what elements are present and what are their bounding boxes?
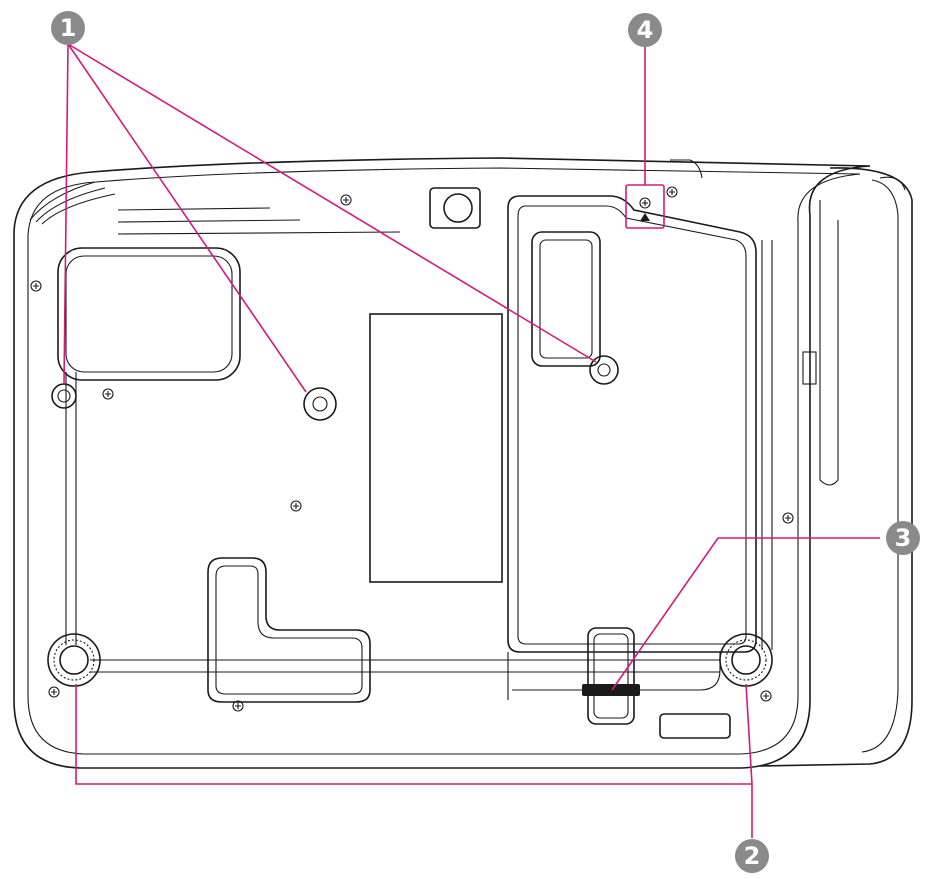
screw-icon xyxy=(666,186,678,198)
screw-icon xyxy=(290,500,302,512)
side-lens-housing xyxy=(759,167,913,767)
center-panel xyxy=(369,313,503,583)
leader-2-bracket xyxy=(75,684,752,785)
foot-left xyxy=(47,633,101,687)
screw-cross xyxy=(33,283,39,289)
screw-icon xyxy=(340,194,352,206)
upper-left-panel-inner xyxy=(65,255,233,373)
bottom-tab xyxy=(659,713,731,739)
screw-icon xyxy=(48,686,60,698)
right-upper-slot xyxy=(531,231,601,367)
screw-icon xyxy=(30,280,42,292)
screw-cross xyxy=(51,689,57,695)
screw-cross xyxy=(293,503,299,509)
screw-cross xyxy=(669,189,675,195)
vent-grille xyxy=(29,181,401,235)
callout-1: 1 xyxy=(51,11,85,45)
leader-4-box xyxy=(625,184,665,229)
leader-2-right xyxy=(745,683,753,785)
side-slot xyxy=(819,200,839,486)
leader-1-a xyxy=(63,43,69,385)
right-compartment-inner xyxy=(517,205,747,645)
body-inner-rim xyxy=(27,167,861,755)
screws xyxy=(30,186,794,712)
top-connector-knob xyxy=(443,193,473,223)
screw-icon xyxy=(782,512,794,524)
callout-4-number: 4 xyxy=(637,16,654,44)
lower-compartment xyxy=(207,557,371,703)
mount-hole-left xyxy=(51,383,77,409)
callout-4: 4 xyxy=(628,13,662,47)
screw-icon xyxy=(232,700,244,712)
screw-cross xyxy=(763,693,769,699)
top-connector xyxy=(429,187,481,229)
right-lower-box xyxy=(512,652,721,691)
leader-3 xyxy=(611,537,880,691)
mount-hole-center xyxy=(303,387,337,421)
screw-icon xyxy=(102,388,114,400)
screw-cross xyxy=(343,197,349,203)
security-slot xyxy=(582,627,640,725)
right-upper-slot-inner xyxy=(539,239,593,359)
filter-mark xyxy=(639,197,651,221)
body-outline xyxy=(13,157,871,769)
callout-3: 3 xyxy=(886,521,920,555)
foot-right xyxy=(719,633,773,687)
callout-3-number: 3 xyxy=(895,524,912,552)
side-latch xyxy=(802,351,817,385)
lower-compartment-inner xyxy=(215,565,363,695)
callout-2-number: 2 xyxy=(744,842,761,870)
callout-1-number: 1 xyxy=(60,14,77,42)
screw-cross xyxy=(785,515,791,521)
right-compartment xyxy=(507,195,757,653)
screw-cross xyxy=(105,391,111,397)
leader-1-b xyxy=(67,43,307,393)
side-lens-inner xyxy=(861,179,899,753)
callout-2: 2 xyxy=(735,839,769,873)
mount-hole-right xyxy=(589,355,619,385)
leader-lines xyxy=(63,43,880,838)
screw-icon xyxy=(760,690,772,702)
projector-body xyxy=(13,157,913,769)
upper-left-panel xyxy=(57,247,241,381)
top-notch xyxy=(670,159,906,191)
screw-cross xyxy=(235,703,241,709)
leader-1-c xyxy=(67,43,597,363)
